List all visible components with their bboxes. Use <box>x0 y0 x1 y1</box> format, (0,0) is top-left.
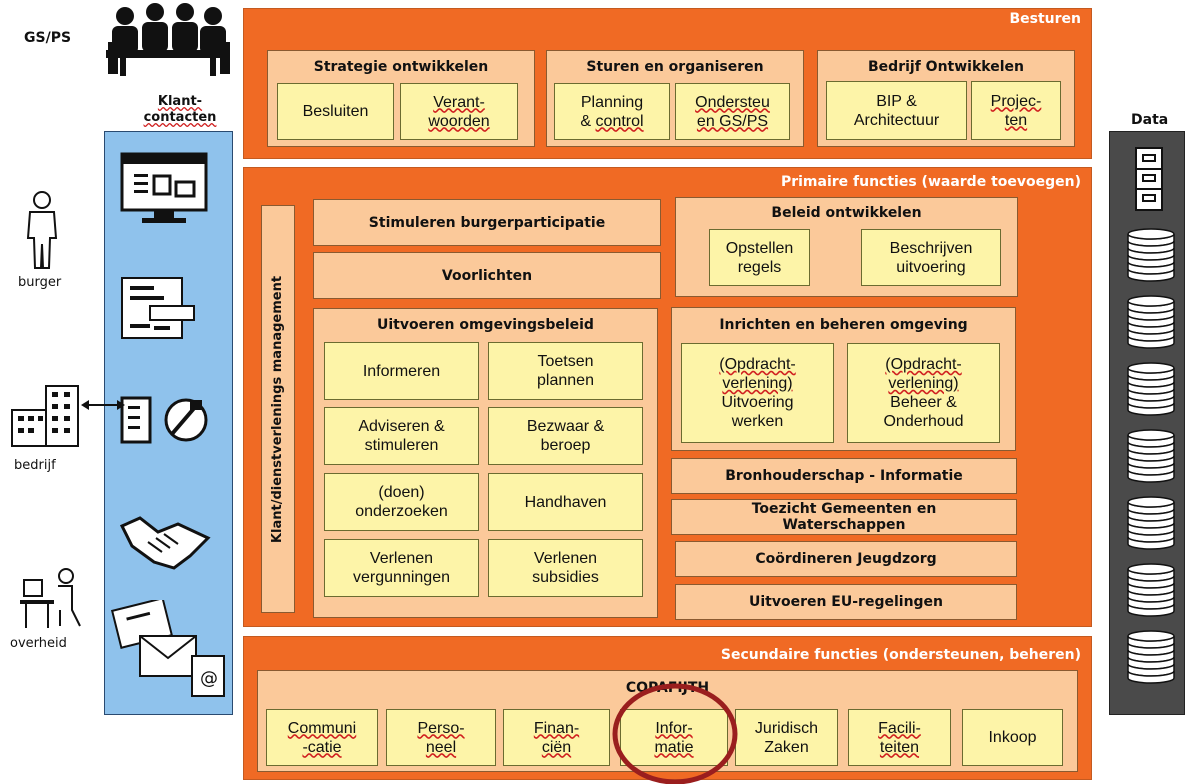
meeting-icon <box>106 3 230 76</box>
item-faciliteiten: Facili- teiten <box>848 709 951 766</box>
item-informeren: Informeren <box>324 342 479 400</box>
item-beheer-onderhoud: (Opdracht- verlening) Beheer & Onderhoud <box>847 343 1000 443</box>
item-onderzoeken: (doen) onderzoeken <box>324 473 479 531</box>
bar-jeugdzorg: Coördineren Jeugdzorg <box>675 541 1017 577</box>
item-toetsen-plannen: Toetsen plannen <box>488 342 643 400</box>
actor-burger: burger <box>18 275 62 290</box>
double-arrow-icon <box>81 400 125 410</box>
cabinet-icon <box>1135 147 1163 211</box>
form-icon <box>121 277 195 339</box>
group-sturen-title: Sturen en organiseren <box>586 59 764 75</box>
bar-eu-regelingen: Uitvoeren EU-regelingen <box>675 584 1017 620</box>
item-beschrijven-uitvoering: Beschrijven uitvoering <box>861 229 1001 286</box>
bar-stimuleren: Stimuleren burgerparticipatie <box>313 199 661 246</box>
gsps-label: GS/PS <box>24 30 72 46</box>
item-bip-architectuur: BIP & Architectuur <box>826 81 967 140</box>
database-icon <box>1127 295 1175 349</box>
group-beleid-title: Beleid ontwikkelen <box>771 205 922 221</box>
item-uitvoering-werken: (Opdracht- verlening) Uitvoering werken <box>681 343 834 443</box>
klantmanagement-label: Klant/dienstverlenings management <box>270 275 286 543</box>
database-icon <box>1127 429 1175 483</box>
handshake-icon <box>119 516 211 570</box>
item-juridisch: Juridisch Zaken <box>735 709 838 766</box>
mail-icon: @ <box>110 600 225 697</box>
database-icon <box>1127 228 1175 282</box>
item-financien: Finan- ciën <box>503 709 610 766</box>
secundaire-title: Secundaire functies (ondersteunen, beher… <box>720 647 1081 663</box>
item-vergunningen: Verlenen vergunningen <box>324 539 479 597</box>
desk-person-icon <box>20 568 81 628</box>
item-informatie: Infor- matie <box>620 709 728 766</box>
database-icon <box>1127 496 1175 550</box>
item-subsidies: Verlenen subsidies <box>488 539 643 597</box>
data-title: Data <box>1131 112 1169 128</box>
klantcontacten-title: Klant- contacten <box>143 94 217 125</box>
phone-headset-icon <box>120 396 208 444</box>
item-verantwoorden: Verant- woorden <box>400 83 518 140</box>
item-communicatie: Communi -catie <box>266 709 378 766</box>
svg-text:@: @ <box>200 668 218 689</box>
bar-voorlichten: Voorlichten <box>313 252 661 299</box>
item-personeel: Perso- neel <box>386 709 496 766</box>
item-opstellen-regels: Opstellen regels <box>709 229 810 286</box>
screen-icon <box>120 152 208 223</box>
item-inkoop: Inkoop <box>962 709 1063 766</box>
group-strategie-title: Strategie ontwikkelen <box>313 59 489 75</box>
database-icon <box>1127 563 1175 617</box>
bar-bronhouderschap: Bronhouderschap - Informatie <box>671 458 1017 494</box>
bar-toezicht: Toezicht Gemeenten en Waterschappen <box>671 499 1017 535</box>
item-planning-control: Planning & control <box>554 83 670 140</box>
besturen-title: Besturen <box>1009 11 1081 27</box>
item-adviseren: Adviseren & stimuleren <box>324 407 479 465</box>
item-bezwaar: Bezwaar & beroep <box>488 407 643 465</box>
highlight-circle <box>612 683 738 784</box>
item-ondersteunen-gsps: Ondersteu en GS/PS <box>675 83 790 140</box>
item-handhaven: Handhaven <box>488 473 643 531</box>
person-icon <box>26 191 58 269</box>
database-icon <box>1127 630 1175 684</box>
actor-overheid: overheid <box>10 636 67 651</box>
building-icon <box>11 385 79 447</box>
database-stack-icons <box>1127 228 1175 684</box>
database-icon <box>1127 362 1175 416</box>
item-projecten: Projec- ten <box>971 81 1061 140</box>
actor-bedrijf: bedrijf <box>14 458 56 473</box>
primaire-title: Primaire functies (waarde toevoegen) <box>780 174 1081 190</box>
group-bedrijf-title: Bedrijf Ontwikkelen <box>868 59 1024 75</box>
group-inrichten-title: Inrichten en beheren omgeving <box>719 317 968 333</box>
group-uitvoeren-title: Uitvoeren omgevingsbeleid <box>377 317 594 333</box>
klantmanagement-vertical: Klant/dienstverlenings management <box>261 205 295 613</box>
item-besluiten: Besluiten <box>277 83 394 140</box>
